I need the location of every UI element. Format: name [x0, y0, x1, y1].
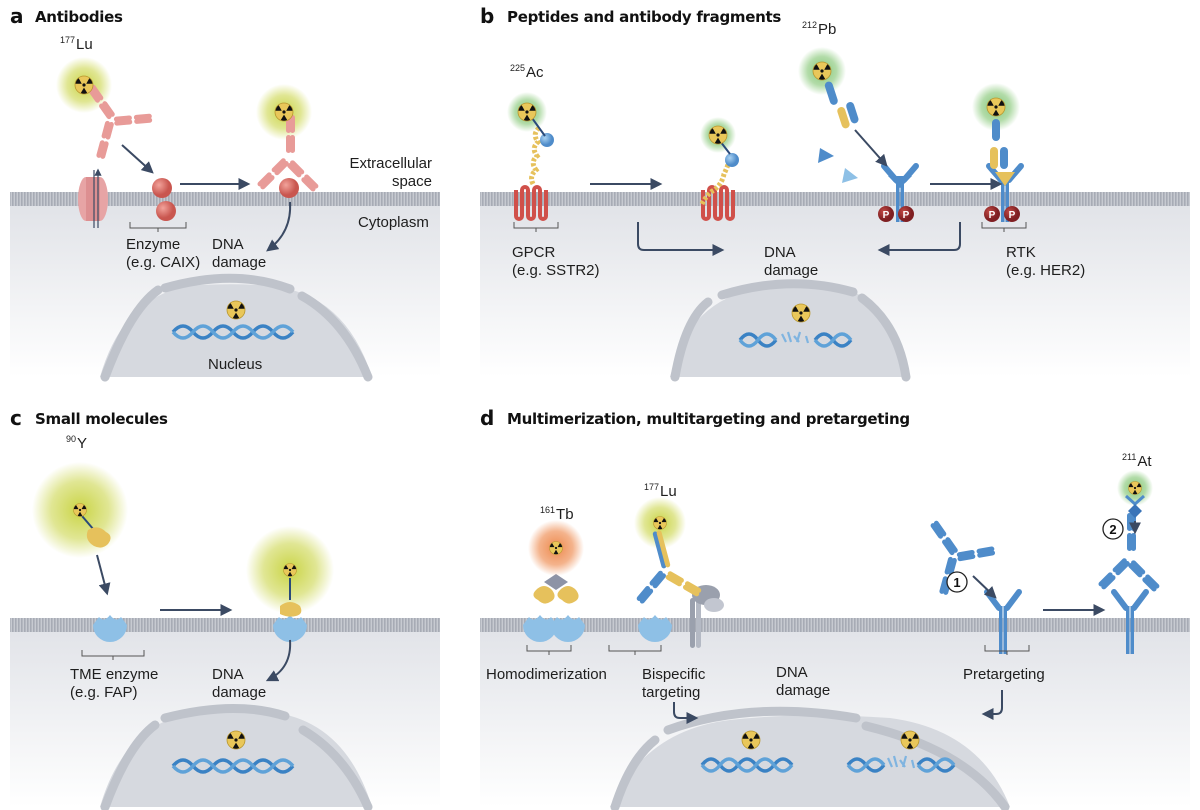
isotope-label: 90Y — [66, 434, 88, 452]
panel-d-illustration: 1 2 — [480, 470, 1190, 810]
antibody-fragment — [824, 81, 859, 129]
panel-c: c Small molecules 90Y TME enzyme (e.g. F… — [0, 400, 450, 810]
isotope-label: 161Tb — [540, 505, 574, 523]
target-label: TME enzyme (e.g. FAP) — [70, 666, 159, 701]
panel-letter: d — [480, 406, 495, 430]
cell-membrane — [480, 618, 1190, 632]
target-bracket — [81, 650, 145, 660]
step-number: 1 — [953, 575, 960, 590]
linker — [544, 574, 568, 590]
step-badge — [1102, 518, 1124, 540]
arrow — [854, 129, 888, 167]
dna-helix — [700, 757, 794, 773]
radioactive-icon — [741, 730, 761, 750]
arrow — [265, 639, 292, 682]
dna-damage-label: DNA damage — [776, 664, 831, 699]
small-molecule-ligand — [86, 527, 111, 548]
panel-title: Antibodies — [35, 8, 123, 26]
isotope-label: 211At — [1122, 452, 1152, 470]
hapten — [1128, 504, 1142, 518]
phospho-label: P — [883, 210, 890, 221]
radioactive-icon — [791, 303, 811, 323]
dna-damage-label: DNA damage — [212, 666, 267, 701]
target-label: GPCR (e.g. SSTR2) — [512, 244, 600, 279]
radioactive-icon — [548, 541, 564, 555]
target-label: Enzyme (e.g. CAIX) — [126, 236, 201, 271]
cell-membrane — [10, 192, 440, 206]
nucleus-label: Nucleus — [208, 356, 263, 373]
target-label: RTK (e.g. HER2) — [1006, 244, 1086, 279]
dna-helix-broken — [846, 755, 956, 773]
target-bracket — [608, 645, 662, 655]
isotope-label: 212Pb — [802, 20, 837, 38]
dna-helix — [171, 758, 295, 774]
isotope-label: 177Lu — [644, 482, 677, 500]
ion-channel — [78, 168, 108, 228]
cell-membrane — [480, 192, 1190, 206]
isotope-label: 225Ac — [510, 63, 544, 81]
arrow — [673, 702, 699, 724]
panel-b-illustration: P P P P — [480, 47, 1190, 382]
dna-damage-label: DNA damage — [212, 236, 267, 271]
panel-d: 1 2 d Multimerization, multitargeting an… — [470, 400, 1200, 810]
dna-damage-label: DNA damage — [764, 244, 819, 279]
bispecific-label: Bispecific targeting — [642, 666, 706, 701]
dna-helix-broken — [738, 331, 853, 348]
bispecific-antibody — [635, 530, 703, 605]
target-bracket — [513, 222, 559, 232]
svg-text:P: P — [989, 210, 996, 221]
isotope-label: 177Lu — [60, 35, 93, 53]
chelator — [540, 133, 554, 147]
enzyme-caix — [152, 178, 172, 198]
panel-letter: c — [10, 406, 22, 430]
radioactive-icon — [226, 730, 246, 750]
arrow — [637, 222, 725, 256]
antigen-fragment — [842, 168, 858, 183]
panel-title: Peptides and antibody fragments — [507, 8, 781, 26]
radioactive-icon — [226, 300, 246, 320]
panel-title: Multimerization, multitargeting and pret… — [507, 410, 910, 428]
panel-c-illustration — [10, 462, 440, 810]
panel-letter: a — [10, 4, 24, 28]
antigen-fragment — [818, 148, 834, 163]
peptide-chain — [529, 126, 542, 186]
step-badge — [946, 571, 968, 593]
arrow — [96, 554, 111, 596]
cytoplasm-label: Cytoplasm — [358, 214, 429, 231]
target-bracket — [984, 645, 1030, 655]
radioactive-icon — [517, 102, 537, 122]
svg-text:P: P — [903, 210, 910, 221]
nucleus — [670, 285, 910, 377]
antibody-unbound — [929, 519, 959, 557]
ligand-dimer — [533, 586, 555, 604]
panel-title: Small molecules — [35, 410, 168, 428]
svg-text:P: P — [1009, 210, 1016, 221]
arrow — [981, 690, 1003, 720]
panel-letter: b — [480, 4, 495, 28]
dna-helix — [171, 324, 295, 340]
pretargeting-label: Pretargeting — [963, 666, 1045, 683]
homodimerization-label: Homodimerization — [486, 666, 607, 683]
phospho-site — [878, 206, 894, 222]
arrow — [972, 575, 997, 599]
target-bracket — [981, 222, 1027, 232]
step-number: 2 — [1109, 522, 1116, 537]
panel-b: P P P P b Peptides and antibody fragment… — [470, 0, 1200, 390]
cell-membrane — [10, 618, 440, 632]
target-bracket — [526, 645, 572, 655]
extracellular-label: Extracellular space — [349, 155, 432, 190]
panel-a: a Antibodies 177Lu Extracellular space C… — [0, 0, 450, 390]
radioactive-icon — [74, 75, 94, 95]
arrow — [121, 144, 154, 174]
panel-a-illustration — [10, 57, 440, 382]
target-bracket — [129, 222, 187, 232]
arrow — [266, 201, 292, 252]
arrow — [877, 222, 961, 256]
radioactive-icon — [72, 503, 88, 517]
radioactive-icon — [900, 730, 920, 750]
